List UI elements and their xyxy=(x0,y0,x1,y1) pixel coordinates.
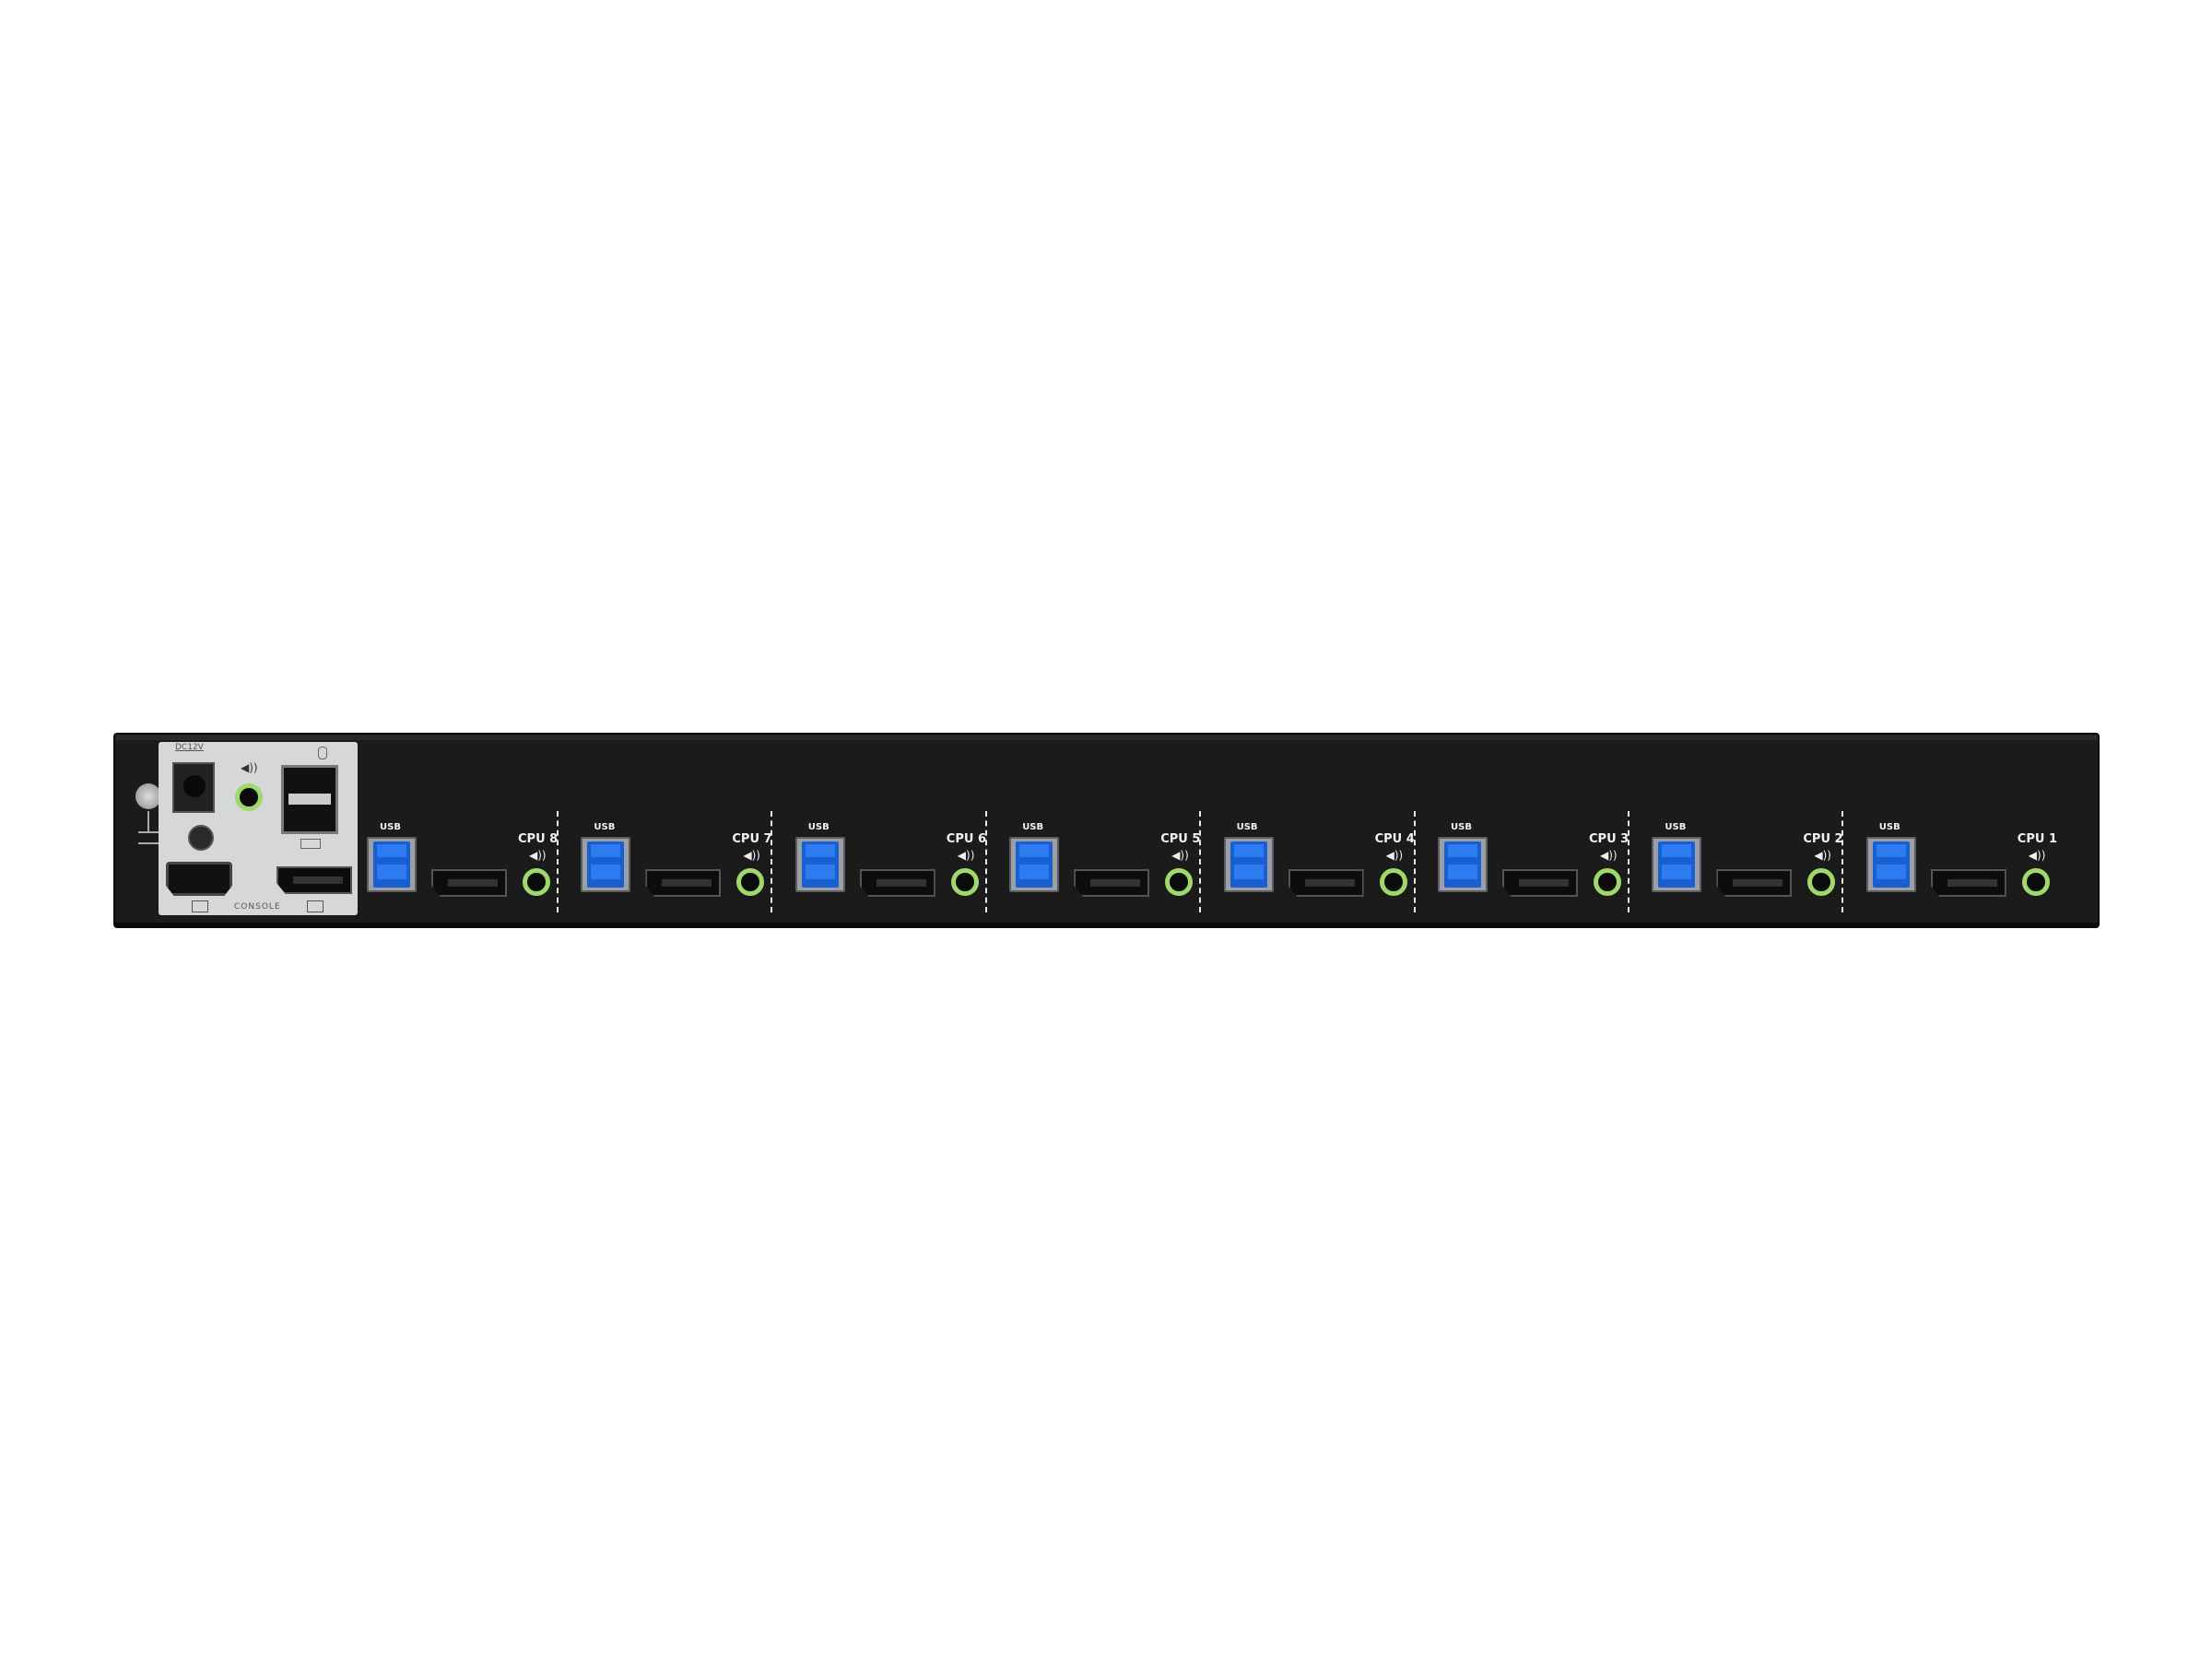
audio-jack[interactable] xyxy=(1165,868,1194,896)
usb-b-port[interactable] xyxy=(794,837,845,892)
cpu-label: CPU 7 xyxy=(732,832,772,846)
audio-jack[interactable] xyxy=(1807,868,1836,896)
speaker-icon: ◀)) xyxy=(1600,849,1618,862)
console-displayport[interactable] xyxy=(276,866,352,894)
kvm-switch-rear-panel xyxy=(113,733,2100,928)
displayport[interactable] xyxy=(859,869,935,897)
port-divider xyxy=(1413,811,1416,912)
console-usb-a-ports[interactable] xyxy=(281,765,338,834)
audio-jack[interactable] xyxy=(523,868,550,896)
displayport[interactable] xyxy=(1502,869,1578,897)
usb-label: USB xyxy=(1451,822,1472,832)
usb-label: USB xyxy=(1236,822,1258,832)
speaker-icon: ◀)) xyxy=(1814,849,1831,862)
usb-label: USB xyxy=(1022,822,1044,832)
speaker-icon: ◀)) xyxy=(529,849,547,862)
usb-label: USB xyxy=(380,822,401,832)
keyboard-icon xyxy=(300,839,321,849)
usb-b-port[interactable] xyxy=(1009,837,1060,892)
speaker-icon: ◀)) xyxy=(241,761,258,774)
usb-label: USB xyxy=(807,822,830,832)
port-divider xyxy=(1199,811,1202,912)
cpu-label: CPU 3 xyxy=(1589,832,1630,846)
cpu-label: CPU 1 xyxy=(2017,832,2057,846)
cpu-label: CPU 4 xyxy=(1374,832,1415,846)
usb-b-port[interactable] xyxy=(581,837,631,892)
displayport[interactable] xyxy=(1288,869,1364,897)
usb-label: USB xyxy=(594,822,616,832)
displayport[interactable] xyxy=(1716,869,1793,897)
speaker-icon: ◀)) xyxy=(957,849,975,862)
usb-label: USB xyxy=(1665,822,1687,832)
cpu-label: CPU 6 xyxy=(946,832,986,846)
power-label: DC12V xyxy=(175,743,204,752)
speaker-icon: ◀)) xyxy=(743,849,760,862)
audio-jack[interactable] xyxy=(950,868,979,896)
audio-jack[interactable] xyxy=(2021,868,2050,896)
audio-jack[interactable] xyxy=(1594,868,1621,896)
port-divider xyxy=(1841,811,1844,912)
port-divider xyxy=(771,811,773,912)
ground-icon-bars xyxy=(138,831,159,844)
ground-icon xyxy=(147,811,149,831)
console-hdmi-port[interactable] xyxy=(166,862,232,896)
usb-b-port[interactable] xyxy=(367,837,417,892)
screw-icon xyxy=(188,825,214,851)
audio-jack[interactable] xyxy=(736,868,765,896)
speaker-icon: ◀)) xyxy=(2028,849,2046,862)
displayport[interactable] xyxy=(1930,869,2006,897)
displayport[interactable] xyxy=(1074,869,1150,897)
speaker-icon: ◀)) xyxy=(1385,849,1404,862)
speaker-icon: ◀)) xyxy=(1171,849,1189,862)
usb-b-port[interactable] xyxy=(1652,837,1702,892)
dc-power-jack[interactable] xyxy=(172,762,215,813)
cpu-label: CPU 2 xyxy=(1803,832,1843,846)
usb-label: USB xyxy=(1878,822,1900,832)
console-audio-jack[interactable] xyxy=(235,783,263,811)
port-divider xyxy=(557,811,559,912)
cpu-label: CPU 5 xyxy=(1160,832,1201,846)
usb-b-port[interactable] xyxy=(1223,837,1274,892)
audio-jack[interactable] xyxy=(1379,868,1407,896)
port-divider xyxy=(984,811,987,912)
monitor-icon xyxy=(192,900,208,912)
console-label: CONSOLE xyxy=(234,902,281,912)
ground-screw-icon xyxy=(135,783,161,809)
mouse-icon xyxy=(318,747,327,759)
usb-b-port[interactable] xyxy=(1438,837,1488,892)
displayport[interactable] xyxy=(645,869,722,897)
port-divider xyxy=(1628,811,1630,912)
cpu-label: CPU 8 xyxy=(518,832,559,846)
monitor-icon xyxy=(307,900,324,912)
displayport[interactable] xyxy=(431,869,507,897)
usb-b-port[interactable] xyxy=(1865,837,1916,892)
